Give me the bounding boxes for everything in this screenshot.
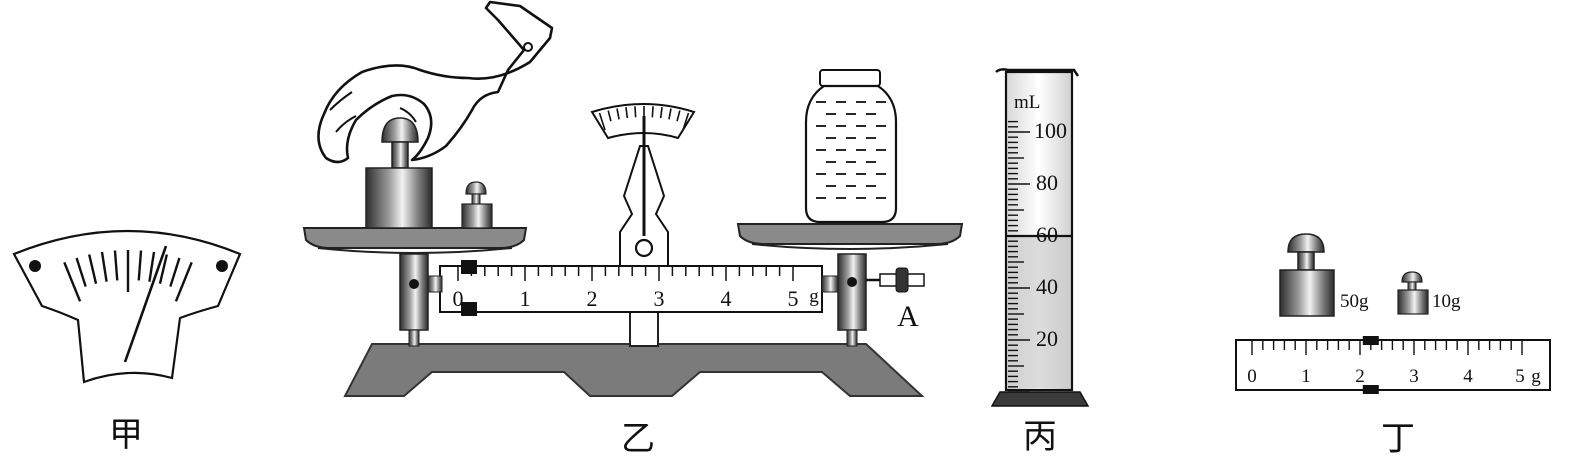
ruler-number-4: 4 [1463, 366, 1473, 387]
dial-tick [63, 261, 82, 302]
ruler-unit: g [1531, 366, 1541, 387]
caption-yi: 乙 [621, 421, 655, 458]
left-support [399, 253, 429, 331]
right-support-knob [847, 277, 857, 287]
dial-tick [174, 261, 193, 302]
weight-10g-label: 10g [1432, 291, 1461, 312]
plate-tick [625, 107, 629, 119]
ruler-number-0: 0 [1247, 366, 1257, 387]
jar-on-right-pan [804, 69, 898, 224]
beam-number-5: 5 [788, 286, 799, 311]
jar-liquid-lines [816, 101, 886, 199]
cylinder-mark-80: 80 [1036, 170, 1058, 195]
balance-base [343, 343, 925, 397]
dial-tick [158, 254, 168, 284]
ruler-rider-top [1362, 336, 1379, 345]
beam-number-4: 4 [721, 286, 732, 311]
weights-ding: 50g 10g 0 1 2 3 4 5 g [1235, 233, 1551, 394]
dial-tick [137, 250, 143, 281]
beam-scale [439, 265, 823, 313]
hand-icon [317, 0, 554, 164]
right-pan-rim [751, 243, 949, 250]
right-support [837, 253, 867, 331]
dial-screw-right [216, 260, 228, 272]
left-beam-link [427, 275, 443, 293]
cylinder-mark-100: 100 [1034, 118, 1067, 143]
caption-jia: 甲 [109, 417, 143, 454]
dial-tick [75, 257, 87, 287]
dial-screw-left [29, 260, 41, 272]
dial-pointer [123, 245, 168, 363]
beam-rider-top [461, 260, 477, 274]
caption-ding: 丁 [1381, 421, 1415, 458]
ruler-number-2: 2 [1355, 366, 1365, 387]
plate-tick [607, 110, 612, 122]
cylinder-bing: mL 100 80 60 40 20 [990, 68, 1090, 407]
dial-tick [113, 250, 119, 281]
beam-ticks [457, 267, 794, 281]
cylinder-mark-60: 60 [1036, 222, 1058, 247]
dial-tick [88, 254, 98, 284]
plate-tick [634, 106, 637, 118]
dial-tick [148, 251, 156, 282]
caption-bing: 丙 [1023, 419, 1057, 456]
dial-ticks [63, 250, 193, 302]
right-stem [846, 329, 858, 347]
dial-tick [169, 257, 181, 287]
plate-tick [676, 110, 681, 122]
beam-rider-bottom [461, 302, 477, 316]
hand-finger-lines [329, 91, 417, 133]
beam-number-2: 2 [587, 286, 598, 311]
cylinder-liquid [1008, 236, 1070, 388]
plate-tick [616, 108, 620, 120]
left-support-knob [409, 279, 419, 289]
plate-tick [651, 106, 654, 118]
cylinder-ticks [1008, 120, 1030, 393]
dial-tick [100, 251, 108, 282]
balance-plate-ticks [598, 106, 690, 131]
cylinder-unit: mL [1014, 92, 1040, 113]
pivot-ring [634, 238, 654, 258]
ruler-number-3: 3 [1409, 366, 1419, 387]
right-pan [736, 223, 964, 245]
ruler-rider-bottom [1362, 385, 1379, 394]
beam-number-3: 3 [654, 286, 665, 311]
beam-unit: g [809, 286, 819, 307]
weight-10g-icon [1397, 271, 1429, 315]
beam-number-1: 1 [520, 286, 531, 311]
weight-50g-icon [1279, 233, 1335, 317]
plate-tick [668, 108, 672, 120]
balance-nut [866, 267, 925, 293]
cylinder-spout [995, 68, 1080, 77]
small-weight-on-left-pan [461, 181, 493, 229]
dial-jia [12, 229, 242, 384]
weight-on-left-pan [365, 117, 433, 229]
plate-tick [598, 112, 606, 131]
hand-cuff-button [523, 42, 533, 52]
left-pan [302, 227, 528, 249]
ruler-number-5: 5 [1515, 366, 1525, 387]
balance-nut-label: A [897, 300, 919, 333]
left-pan-rim [317, 247, 513, 254]
cylinder-mark-40: 40 [1036, 274, 1058, 299]
beam-number-0: 0 [453, 286, 464, 311]
plate-tick [682, 112, 690, 131]
weight-50g-label: 50g [1340, 291, 1369, 312]
ruler-number-1: 1 [1301, 366, 1311, 387]
left-stem [408, 329, 420, 347]
balance-yi: 0 1 2 3 4 5 g A [302, 0, 964, 397]
dial-plate [12, 229, 242, 384]
plate-tick [659, 107, 663, 119]
ruler-ticks [1251, 341, 1523, 355]
right-beam-link [821, 275, 839, 293]
center-column [629, 309, 659, 347]
cylinder-mark-20: 20 [1036, 326, 1058, 351]
cylinder-foot [990, 391, 1090, 407]
